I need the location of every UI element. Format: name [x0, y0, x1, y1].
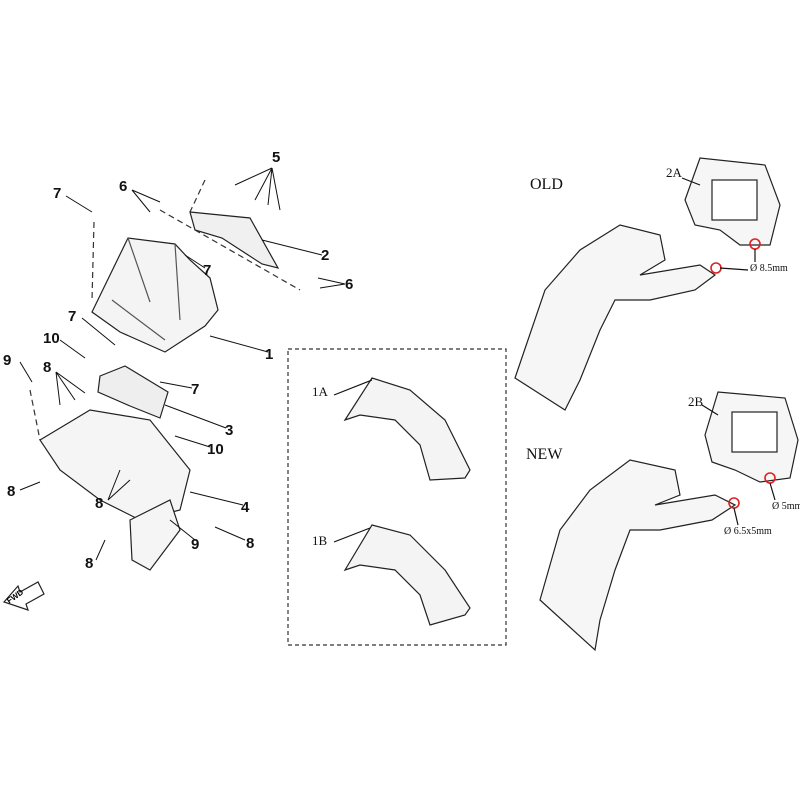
old-label: OLD	[530, 176, 563, 193]
callout-7: 7	[203, 262, 212, 279]
label-2a: 2A	[666, 165, 682, 180]
label-1b: 1B	[312, 533, 328, 548]
callout-2: 2	[321, 247, 330, 264]
callout-8: 8	[7, 483, 16, 500]
new-label: NEW	[526, 446, 563, 463]
part-9-bracket	[129, 499, 181, 571]
callout-4: 4	[241, 499, 250, 516]
callout-3: 3	[225, 422, 234, 439]
callout-9: 9	[191, 536, 200, 553]
callout-8: 8	[85, 555, 94, 572]
label-1a: 1A	[312, 384, 328, 399]
part-2-frame	[189, 211, 280, 269]
old-duct	[514, 224, 717, 411]
callout-9: 9	[3, 352, 12, 369]
part-1b	[343, 524, 471, 626]
new-duct	[539, 459, 737, 652]
part-4-tray	[39, 409, 191, 521]
fwd-arrow-icon	[2, 581, 45, 611]
part-1-hood	[91, 237, 219, 353]
part-3-bracket	[97, 365, 169, 419]
callout-7: 7	[68, 308, 77, 325]
callout-5: 5	[272, 149, 281, 166]
callout-10: 10	[207, 441, 224, 458]
callout-8: 8	[246, 535, 255, 552]
part-1a	[343, 377, 471, 481]
old-hole-dimension: Ø 8.5mm	[750, 263, 788, 274]
label-2b: 2B	[688, 394, 704, 409]
callout-6: 6	[345, 276, 354, 293]
callout-8: 8	[43, 359, 52, 376]
inset-box	[287, 348, 507, 646]
callout-6: 6	[119, 178, 128, 195]
callout-10: 10	[43, 330, 60, 347]
callout-8: 8	[95, 495, 104, 512]
new-hole-dimension-b: Ø 6.5x5mm	[724, 526, 772, 537]
new-hole-dimension-a: Ø 5mm	[772, 501, 800, 512]
callout-1: 1	[265, 346, 274, 363]
callout-7: 7	[53, 185, 62, 202]
callout-7: 7	[191, 381, 200, 398]
